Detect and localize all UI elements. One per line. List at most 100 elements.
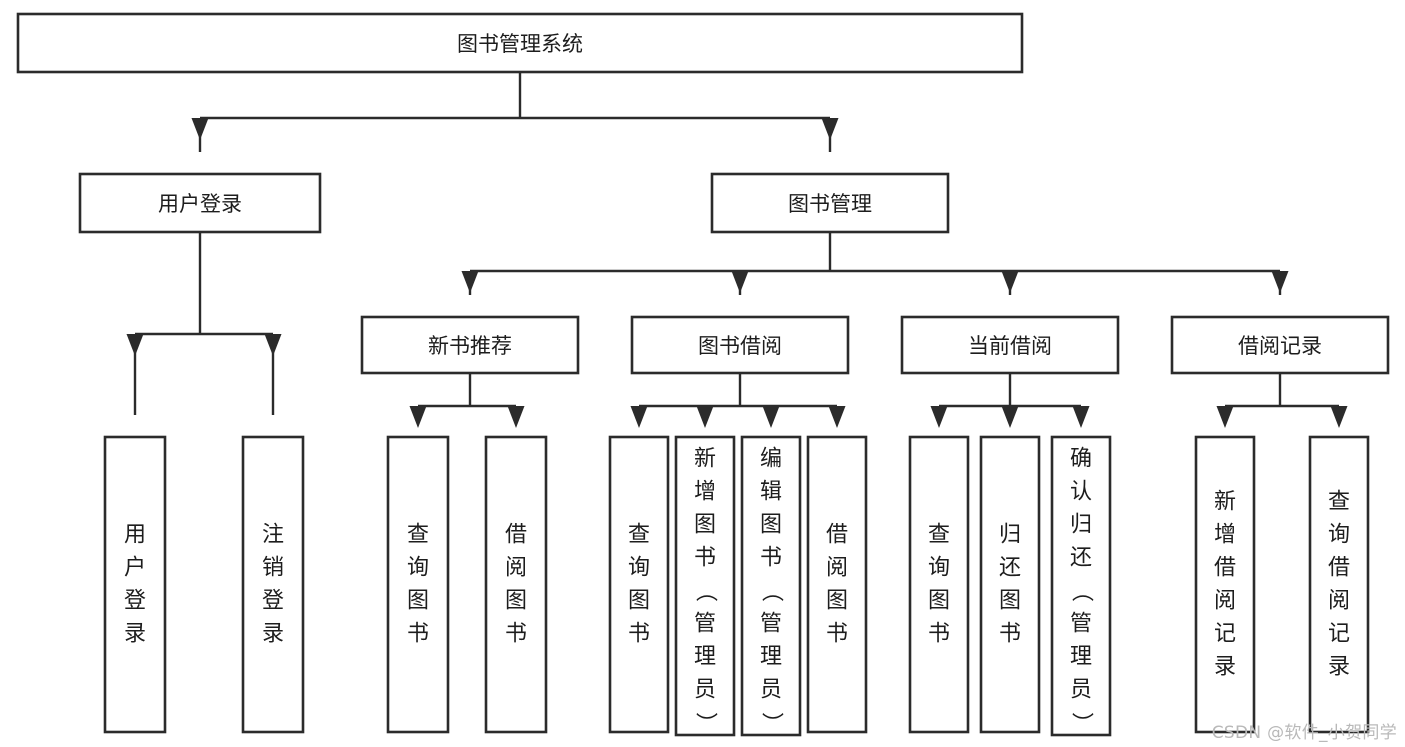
node-box (674, 435, 736, 737)
arrow-head-icon (762, 406, 780, 428)
svg-text:销: 销 (262, 556, 284, 581)
svg-text:图: 图 (999, 589, 1021, 614)
svg-text:管: 管 (1070, 612, 1092, 637)
node-box (16, 12, 1024, 74)
svg-text:图: 图 (760, 513, 782, 538)
node-box (1170, 315, 1390, 375)
node-new-book-rec[interactable]: 新书推荐 (360, 315, 580, 375)
svg-text:还: 还 (1070, 546, 1092, 571)
svg-text:查: 查 (1328, 490, 1350, 515)
svg-text:书: 书 (760, 546, 782, 571)
svg-text:）: ） (1069, 712, 1094, 734)
node-box (484, 435, 548, 734)
svg-text:图: 图 (407, 589, 429, 614)
arrow-head-icon (1072, 406, 1090, 428)
arrow-head-icon (126, 334, 144, 356)
svg-text:录: 录 (124, 622, 146, 647)
svg-text:询: 询 (407, 556, 429, 581)
svg-text:管: 管 (760, 612, 782, 637)
svg-text:（: （ (1069, 580, 1094, 602)
connector-group (126, 232, 282, 415)
svg-text:查: 查 (928, 523, 950, 548)
arrow-head-icon (507, 406, 525, 428)
node-user-login[interactable]: 用户登录 (78, 172, 322, 234)
arrow-head-icon (821, 118, 839, 140)
node-label: 新书推荐 (428, 334, 512, 358)
arrow-head-icon (696, 406, 714, 428)
svg-text:记: 记 (1214, 622, 1236, 647)
svg-text:确: 确 (1070, 447, 1092, 472)
svg-text:书: 书 (826, 622, 848, 647)
node-box (900, 315, 1120, 375)
svg-text:查: 查 (628, 523, 650, 548)
svg-text:）: ） (759, 712, 784, 734)
svg-text:借: 借 (826, 523, 848, 548)
arrow-head-icon (1216, 406, 1234, 428)
node-box (1050, 435, 1112, 737)
svg-text:阅: 阅 (505, 556, 527, 581)
svg-text:登: 登 (262, 589, 284, 614)
svg-text:归: 归 (999, 523, 1021, 548)
svg-text:（: （ (693, 580, 718, 602)
svg-text:理: 理 (760, 645, 782, 670)
arrow-head-icon (731, 271, 749, 293)
node-root[interactable]: 图书管理系统 (16, 12, 1024, 74)
svg-text:录: 录 (262, 622, 284, 647)
connector-group (191, 72, 839, 152)
svg-text:询: 询 (628, 556, 650, 581)
svg-text:用: 用 (124, 523, 146, 548)
svg-text:借: 借 (1214, 556, 1236, 581)
svg-text:询: 询 (928, 556, 950, 581)
svg-text:录: 录 (1214, 655, 1236, 680)
arrow-head-icon (461, 271, 479, 293)
svg-text:管: 管 (694, 612, 716, 637)
node-box (1194, 435, 1256, 734)
node-book-borrow[interactable]: 图书借阅 (630, 315, 850, 375)
node-borrow-record[interactable]: 借阅记录 (1170, 315, 1390, 375)
svg-text:询: 询 (1328, 523, 1350, 548)
svg-text:借: 借 (505, 523, 527, 548)
svg-text:图: 图 (928, 589, 950, 614)
arrow-head-icon (191, 118, 209, 140)
node-label: 图书借阅 (698, 334, 782, 358)
svg-text:查: 查 (407, 523, 429, 548)
svg-text:户: 户 (124, 556, 146, 581)
svg-text:图: 图 (694, 513, 716, 538)
arrow-head-icon (409, 406, 427, 428)
svg-text:（: （ (759, 580, 784, 602)
svg-text:员: 员 (694, 678, 716, 703)
node-box (630, 315, 850, 375)
connector-group (409, 373, 525, 428)
svg-text:编: 编 (760, 447, 782, 472)
watermark-text: CSDN @软件_小贺同学 (1211, 723, 1397, 743)
node-book-manage[interactable]: 图书管理 (710, 172, 950, 234)
node-box (740, 435, 802, 737)
node-label: 用户登录 (158, 192, 242, 216)
node-box (386, 435, 450, 734)
arrow-head-icon (1330, 406, 1348, 428)
arrow-head-icon (828, 406, 846, 428)
svg-text:员: 员 (1070, 678, 1092, 703)
node-leaf-user-login[interactable]: 用户登录 (103, 435, 167, 734)
node-current-borrow[interactable]: 当前借阅 (900, 315, 1120, 375)
arrow-head-icon (630, 406, 648, 428)
